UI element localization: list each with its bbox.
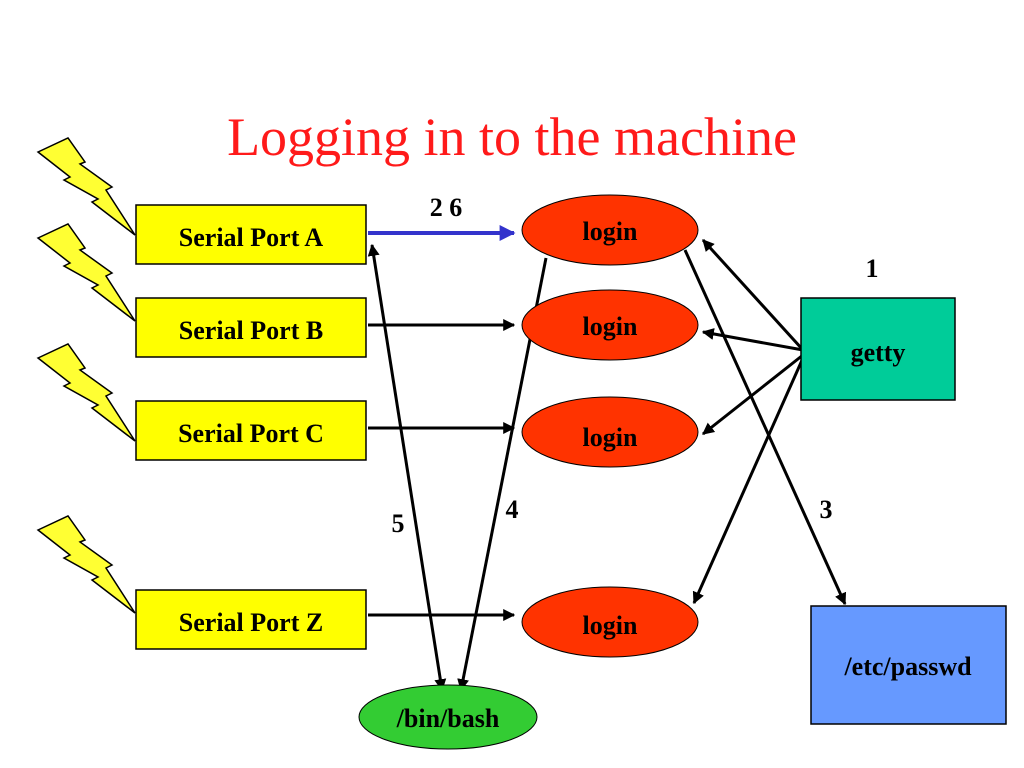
step-label-4: 4 — [506, 495, 519, 524]
node-serial-port-c: Serial Port C — [135, 400, 367, 461]
node-serial-port-z: Serial Port Z — [135, 589, 367, 650]
node-bin-bash: /bin/bash — [358, 684, 538, 750]
lightning-bolt-icon — [36, 343, 136, 442]
node-login-2: login — [521, 289, 699, 361]
node-label: login — [583, 312, 638, 341]
lightning-bolt-icon — [36, 137, 136, 236]
node-label: Serial Port B — [179, 316, 323, 345]
node-login-1: login — [521, 194, 699, 266]
step-label-3: 3 — [820, 495, 833, 524]
lightning-bolt-icon — [36, 515, 136, 614]
edge-getty-to-login-4 — [692, 357, 805, 605]
node-label: login — [583, 611, 638, 640]
node-label: login — [583, 423, 638, 452]
node-label: login — [583, 217, 638, 246]
node-label: /bin/bash — [396, 704, 500, 733]
node-serial-port-a: Serial Port A — [135, 204, 367, 265]
step-label-5: 5 — [392, 509, 405, 538]
node-login-4: login — [521, 586, 699, 658]
node-etc-passwd: /etc/passwd — [810, 605, 1007, 725]
node-label: Serial Port Z — [179, 608, 323, 637]
node-serial-port-b: Serial Port B — [135, 297, 367, 358]
page-title: Logging in to the machine — [227, 107, 797, 167]
node-label: Serial Port C — [178, 419, 324, 448]
node-login-3: login — [521, 396, 699, 468]
node-label: /etc/passwd — [843, 652, 972, 681]
edge-login-to-passwd — [683, 249, 847, 606]
edge-getty-to-login-2 — [701, 328, 804, 352]
edge-getty-to-login-1 — [701, 238, 805, 352]
node-label: Serial Port A — [179, 223, 324, 252]
edge-getty-to-login-3 — [702, 353, 804, 436]
edge-bash-to-port-a — [367, 243, 447, 692]
node-getty: getty — [800, 297, 956, 401]
step-label-1: 1 — [866, 254, 879, 283]
lightning-bolt-icon — [36, 223, 136, 322]
node-label: getty — [851, 338, 906, 367]
step-label-2-6: 2 6 — [430, 193, 463, 222]
